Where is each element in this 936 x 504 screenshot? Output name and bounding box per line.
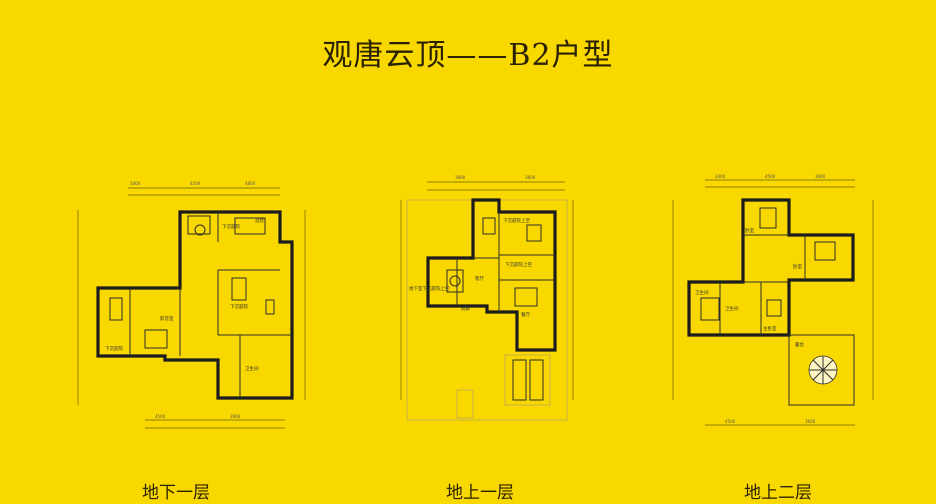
svg-text:卫生间: 卫生间	[725, 305, 739, 312]
floor-plan-ground: 下沉庭院上空 下沉庭院上空 地下室下沉庭院上空 餐厅 客厅 前廊 3600 36…	[395, 170, 595, 430]
svg-text:下沉庭院: 下沉庭院	[230, 303, 248, 310]
svg-text:下沉庭院上空: 下沉庭院上空	[505, 261, 532, 268]
svg-text:4500: 4500	[765, 174, 776, 179]
svg-text:3400: 3400	[715, 174, 726, 179]
svg-text:酒窖: 酒窖	[255, 217, 264, 224]
svg-text:3400: 3400	[130, 181, 141, 186]
svg-text:3900: 3900	[230, 414, 241, 419]
svg-text:地下室下沉庭院上空: 地下室下沉庭院上空	[409, 285, 450, 292]
svg-text:卫生间: 卫生间	[695, 289, 709, 296]
svg-text:3600: 3600	[805, 419, 816, 424]
svg-text:4500: 4500	[190, 181, 201, 186]
svg-text:3600: 3600	[815, 174, 826, 179]
svg-text:主卧室: 主卧室	[763, 325, 777, 332]
floor-plan-second: 卧室 卧室 卫生间 卫生间 主卧室 露台 3400 4500 3600 4500…	[665, 170, 885, 430]
svg-text:4500: 4500	[155, 414, 166, 419]
svg-text:下沉庭院上空: 下沉庭院上空	[503, 217, 530, 224]
floor-plan-ground-drawing: 下沉庭院上空 下沉庭院上空 地下室下沉庭院上空 餐厅 客厅 前廊 3600 36…	[400, 175, 574, 421]
svg-text:客厅: 客厅	[475, 275, 484, 282]
svg-text:卧室: 卧室	[745, 227, 754, 234]
floor-label-second: 地上二层	[744, 483, 812, 503]
svg-text:卧室: 卧室	[793, 263, 802, 270]
floor-plan-basement-drawing: 酒窖 下沉庭院 下沉庭院 影音室 下沉庭院 卫生间 3400 4500 4800…	[77, 181, 306, 429]
svg-text:4800: 4800	[245, 181, 256, 186]
floor-label-ground: 地上一层	[446, 483, 514, 503]
svg-text:卫生间: 卫生间	[245, 365, 259, 372]
floor-plan-basement: 酒窖 下沉庭院 下沉庭院 影音室 下沉庭院 卫生间 3400 4500 4800…	[70, 170, 310, 440]
svg-text:3600: 3600	[455, 175, 466, 180]
svg-text:4500: 4500	[725, 419, 736, 424]
svg-text:下沉庭院: 下沉庭院	[222, 223, 240, 230]
svg-text:前廊: 前廊	[461, 305, 470, 312]
svg-text:下沉庭院: 下沉庭院	[105, 345, 123, 352]
svg-text:餐厅: 餐厅	[521, 311, 530, 318]
svg-text:影音室: 影音室	[160, 315, 174, 322]
page-title: 观唐云顶——B2户型	[322, 38, 614, 73]
svg-text:3600: 3600	[525, 175, 536, 180]
svg-text:露台: 露台	[795, 341, 804, 348]
floor-label-basement: 地下一层	[142, 483, 210, 503]
floor-plan-second-drawing: 卧室 卧室 卫生间 卫生间 主卧室 露台 3400 4500 3600 4500…	[672, 174, 874, 426]
